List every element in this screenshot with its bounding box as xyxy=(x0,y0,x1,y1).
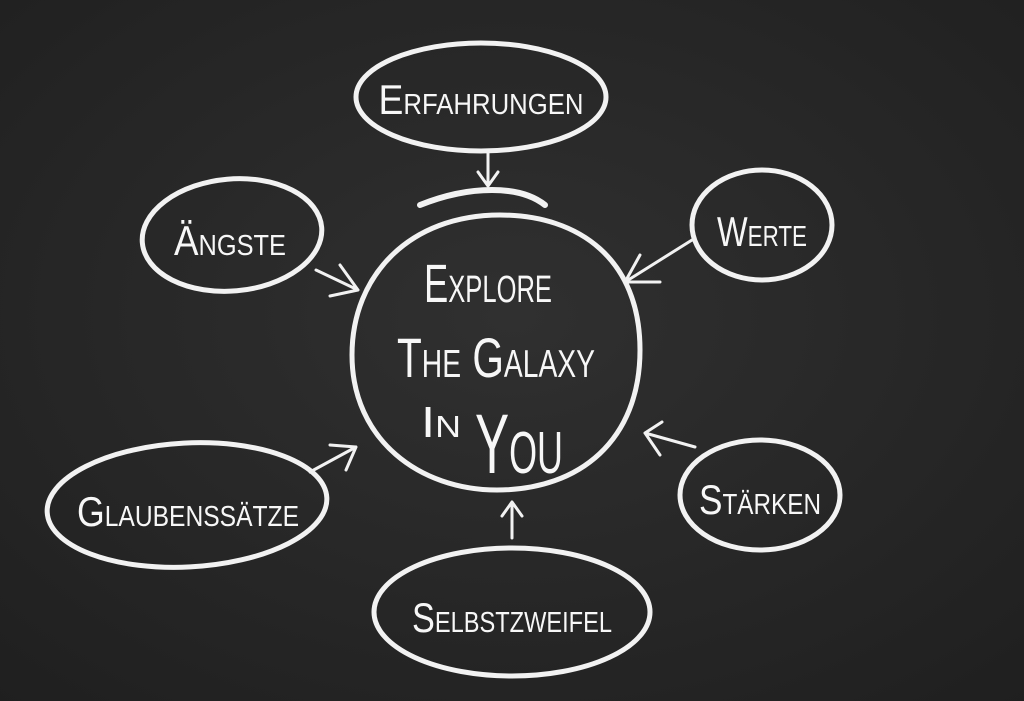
arrow-icon xyxy=(643,420,697,457)
node-ellipse xyxy=(139,176,325,294)
central-circle xyxy=(349,212,643,493)
node-staerken: Stärken xyxy=(643,420,843,553)
node-ellipse xyxy=(371,545,653,679)
node-ellipse xyxy=(689,167,835,283)
node-erfahrungen: Erfahrungen xyxy=(353,40,609,188)
node-ellipse xyxy=(353,40,609,154)
arrow-icon xyxy=(308,443,358,474)
node-werte: Werte xyxy=(623,167,835,284)
central-node: Explore The Galaxy In You xyxy=(349,187,643,493)
node-label: Selbstzweifel xyxy=(412,594,612,641)
central-text-line1: Explore xyxy=(424,254,552,314)
arrow-icon xyxy=(314,263,360,298)
central-circle-overstroke xyxy=(417,187,548,208)
node-label: Stärken xyxy=(699,476,821,523)
arrow-icon xyxy=(623,238,694,284)
node-selbstzweifel: Selbstzweifel xyxy=(371,500,653,679)
node-label: Erfahrungen xyxy=(379,76,584,123)
node-label: Werte xyxy=(717,208,807,255)
central-text-line2: The Galaxy xyxy=(397,326,595,389)
arrow-icon xyxy=(476,148,500,188)
central-text-you: You xyxy=(475,397,563,491)
node-ellipse xyxy=(44,440,330,570)
node-label: Ängste xyxy=(174,217,286,264)
arrow-icon xyxy=(500,500,524,540)
node-ellipse xyxy=(677,437,843,553)
node-aengste: Ängste xyxy=(139,176,360,298)
node-label: Glaubenssätze xyxy=(77,488,299,535)
central-text-in: In xyxy=(421,398,461,447)
node-glaubenssaetze: Glaubenssätze xyxy=(44,440,358,570)
